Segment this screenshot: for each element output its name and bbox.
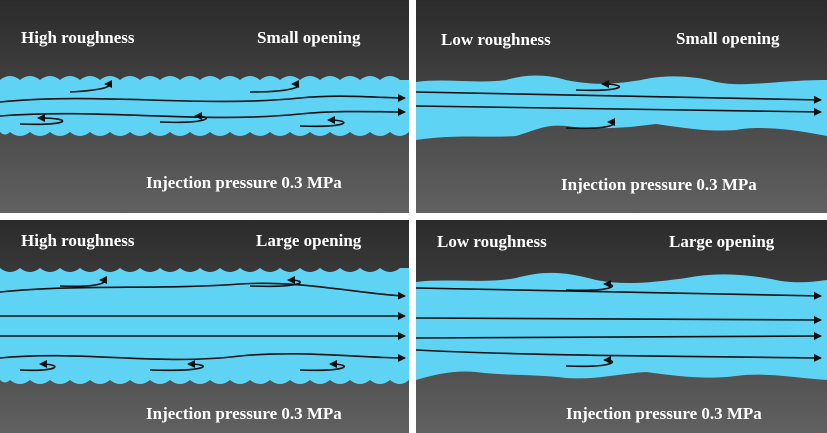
eddy: [69, 80, 113, 93]
streamline: [416, 349, 822, 362]
eddy: [575, 80, 621, 92]
panel-high-roughness-small-opening: High roughness Small opening Injection p…: [0, 0, 409, 213]
streamline: [0, 352, 406, 362]
pressure-label: Injection pressure 0.3 MPa: [566, 404, 762, 423]
streamlines: [0, 276, 406, 372]
eddy: [159, 112, 207, 124]
streamline: [0, 282, 406, 300]
panel-low-roughness-small-opening: Low roughness Small opening Injection pr…: [416, 0, 827, 213]
fracture-diagram: [416, 220, 827, 433]
panel-low-roughness-large-opening: Low roughness Large opening Injection pr…: [416, 220, 827, 433]
eddy: [565, 280, 614, 292]
streamlines: [416, 280, 822, 368]
streamlines: [416, 80, 822, 130]
eddy: [249, 80, 300, 93]
streamline: [416, 287, 822, 300]
streamline: [416, 315, 822, 324]
pressure-label: Injection pressure 0.3 MPa: [561, 175, 757, 194]
roughness-label: High roughness: [21, 28, 135, 47]
panel-high-roughness-large-opening: High roughness Large opening Injection p…: [0, 220, 409, 433]
pressure-label: Injection pressure 0.3 MPa: [146, 404, 342, 423]
streamline: [0, 93, 406, 103]
streamline: [0, 107, 406, 119]
eddy: [565, 118, 616, 130]
fracture-diagram: [0, 0, 409, 213]
pressure-label: Injection pressure 0.3 MPa: [146, 173, 342, 192]
eddy: [19, 114, 64, 126]
eddy: [299, 116, 345, 128]
fluid-channel: [0, 268, 409, 384]
fracture-diagram: [0, 220, 409, 433]
roughness-label: Low roughness: [437, 232, 547, 251]
streamline: [416, 91, 822, 104]
streamline: [416, 332, 822, 341]
eddy: [59, 276, 108, 288]
fluid-channel: [416, 75, 827, 140]
streamlines: [0, 80, 406, 128]
opening-label: Small opening: [257, 28, 361, 47]
eddy: [149, 360, 204, 372]
fluid-channel: [0, 76, 409, 136]
roughness-label: Low roughness: [441, 30, 551, 49]
opening-label: Large opening: [669, 232, 775, 251]
opening-label: Small opening: [676, 29, 780, 48]
roughness-label: High roughness: [21, 231, 135, 250]
eddy: [249, 276, 301, 288]
eddy: [19, 360, 56, 372]
eddy: [565, 356, 614, 368]
streamline: [416, 105, 822, 116]
opening-label: Large opening: [256, 231, 362, 250]
eddy: [299, 360, 346, 372]
fracture-diagram: [416, 0, 827, 213]
